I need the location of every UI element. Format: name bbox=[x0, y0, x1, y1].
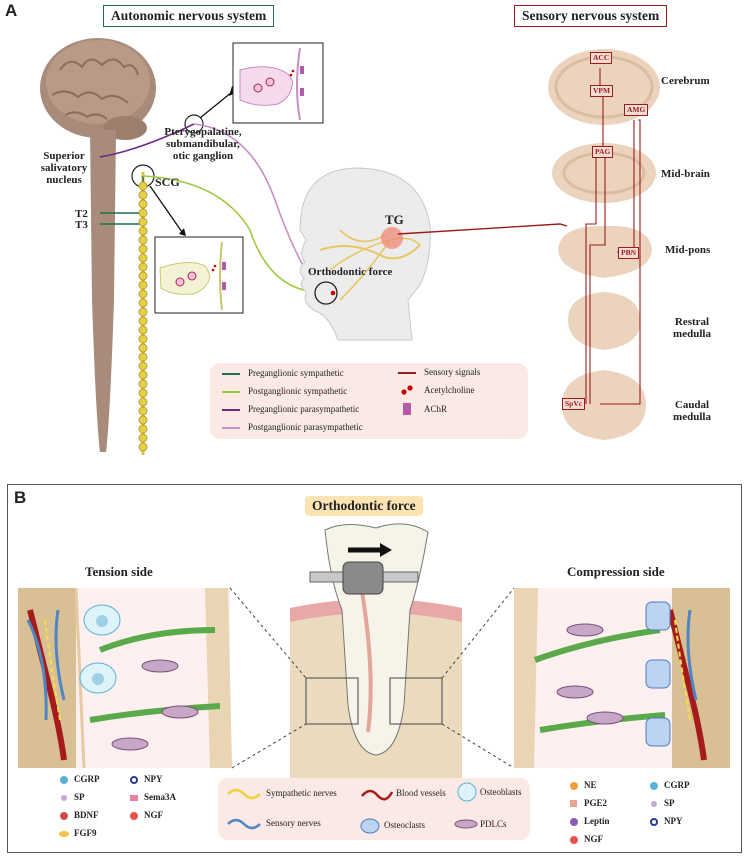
chain-bead bbox=[138, 442, 148, 452]
level-mid-brain: Mid-brain bbox=[661, 168, 710, 180]
tg-label: TG bbox=[385, 212, 404, 227]
legend-fgf9: FGF9 bbox=[74, 828, 97, 838]
chain-bead bbox=[138, 370, 148, 380]
scg-label: SCG bbox=[155, 175, 180, 189]
legend-cgrp: CGRP bbox=[74, 774, 100, 784]
chain-bead bbox=[138, 244, 148, 254]
legend-ach: Acetylcholine bbox=[424, 385, 475, 395]
head-illustration bbox=[299, 167, 431, 341]
tension-side-illustration bbox=[18, 587, 232, 769]
region-acc: ACC bbox=[590, 52, 613, 64]
region-vpm: VPM bbox=[590, 85, 614, 97]
orthodontic-force-label-a: Orthodontic force bbox=[308, 266, 393, 278]
legend-pre-sym: Preganglionic sympathetic bbox=[248, 368, 344, 378]
legend-r-npy: NPY bbox=[664, 816, 683, 826]
sympathetic-chain-beads bbox=[138, 181, 148, 452]
legend-pre-para: Preganglionic parasympathetic bbox=[248, 404, 360, 414]
chain-bead bbox=[138, 388, 148, 398]
legend-blood-vessels: Blood vessels bbox=[396, 788, 446, 798]
chain-bead bbox=[138, 226, 148, 236]
legend-post-para: Postganglionic parasympathetic bbox=[248, 422, 363, 432]
chain-bead bbox=[138, 253, 148, 263]
chain-bead bbox=[138, 235, 148, 245]
synapse-inset-sympathetic bbox=[154, 236, 244, 314]
ganglion-circle bbox=[184, 114, 204, 134]
legend-sema3a: Sema3A bbox=[144, 792, 176, 802]
chain-bead bbox=[138, 271, 148, 281]
legend-sympathetic-nerves: Sympathetic nerves bbox=[266, 788, 337, 798]
chain-bead bbox=[138, 262, 148, 272]
tension-legend: CGRP NPY SP Sema3A BDNF NGF FGF9 bbox=[56, 773, 206, 843]
autonomic-title: Autonomic nervous system bbox=[103, 5, 275, 27]
legend-sensory-nerves: Sensory nerves bbox=[266, 818, 321, 828]
chain-bead bbox=[138, 307, 148, 317]
legend-sensory: Sensory signals bbox=[424, 367, 481, 377]
chain-bead bbox=[138, 325, 148, 335]
t3-label: T3 bbox=[75, 219, 88, 231]
chain-bead bbox=[138, 208, 148, 218]
tension-side-label: Tension side bbox=[85, 564, 153, 579]
panel-a-illustration bbox=[40, 38, 660, 455]
region-amg: AMG bbox=[624, 104, 649, 116]
legend-ngf: NGF bbox=[144, 810, 163, 820]
region-spvc: SpVc bbox=[562, 398, 586, 410]
panel-b-frame bbox=[7, 484, 742, 853]
level-mid-pons: Mid-pons bbox=[665, 244, 711, 256]
region-pag: PAG bbox=[592, 146, 614, 158]
chain-bead bbox=[138, 397, 148, 407]
sensory-title: Sensory nervous system bbox=[514, 5, 668, 27]
legend-pdlcs: PDLCs bbox=[480, 819, 507, 829]
legend-ne: NE bbox=[584, 780, 597, 790]
human-brain-illustration bbox=[40, 38, 156, 140]
chain-bead bbox=[138, 415, 148, 425]
legend-osteoblasts: Osteoblasts bbox=[480, 787, 522, 797]
legend-sp: SP bbox=[74, 792, 85, 802]
panel-b-title: Orthodontic force bbox=[305, 496, 423, 516]
level-cerebrum: Cerebrum bbox=[661, 75, 710, 87]
compression-legend: NE CGRP PGE2 SP Leptin NPY NGF bbox=[566, 779, 716, 849]
panel-a-letter: A bbox=[5, 1, 18, 20]
legend-achr: AChR bbox=[424, 404, 448, 414]
chain-bead bbox=[138, 190, 148, 200]
chain-bead bbox=[138, 298, 148, 308]
chain-bead bbox=[138, 379, 148, 389]
panel-b-illustration bbox=[18, 523, 730, 778]
chain-bead bbox=[138, 280, 148, 290]
legend-r-ngf: NGF bbox=[584, 834, 603, 844]
level-caudal-medulla: Caudal medulla bbox=[673, 399, 711, 423]
chain-bead bbox=[138, 406, 148, 416]
panel-a-legend: Preganglionic sympathetic Postganglionic… bbox=[210, 363, 528, 439]
ganglion-label: Pterygopalatine, submandibular, otic gan… bbox=[164, 126, 242, 162]
legend-pge2: PGE2 bbox=[584, 798, 608, 808]
compression-side-illustration bbox=[514, 588, 730, 768]
superior-salivatory-label: Superior salivatory nucleus bbox=[40, 150, 88, 186]
panel-b-letter: B bbox=[14, 488, 27, 507]
chain-bead bbox=[138, 424, 148, 434]
legend-leptin: Leptin bbox=[584, 816, 610, 826]
synapse-inset-parasympathetic bbox=[232, 42, 324, 124]
chain-bead bbox=[138, 199, 148, 209]
chain-bead bbox=[138, 316, 148, 326]
chain-bead bbox=[138, 181, 148, 191]
legend-bdnf: BDNF bbox=[74, 810, 99, 820]
legend-osteoclasts: Osteoclasts bbox=[384, 820, 425, 830]
chain-bead bbox=[138, 343, 148, 353]
chain-bead bbox=[138, 334, 148, 344]
legend-r-cgrp: CGRP bbox=[664, 780, 690, 790]
region-pbn: PBN bbox=[618, 247, 639, 259]
chain-bead bbox=[138, 289, 148, 299]
compression-side-label: Compression side bbox=[567, 564, 665, 579]
legend-r-sp: SP bbox=[664, 798, 675, 808]
chain-bead bbox=[138, 352, 148, 362]
tooth-illustration bbox=[229, 523, 515, 778]
level-restral-medulla: Restral medulla bbox=[673, 316, 711, 340]
legend-post-sym: Postganglionic sympathetic bbox=[248, 386, 348, 396]
spinal-cord bbox=[90, 130, 116, 452]
center-legend: Sympathetic nerves Sensory nerves Blood … bbox=[218, 778, 530, 840]
chain-bead bbox=[138, 217, 148, 227]
chain-bead bbox=[138, 361, 148, 371]
chain-bead bbox=[138, 433, 148, 443]
legend-npy: NPY bbox=[144, 774, 163, 784]
t2-label: T2 bbox=[75, 208, 88, 220]
